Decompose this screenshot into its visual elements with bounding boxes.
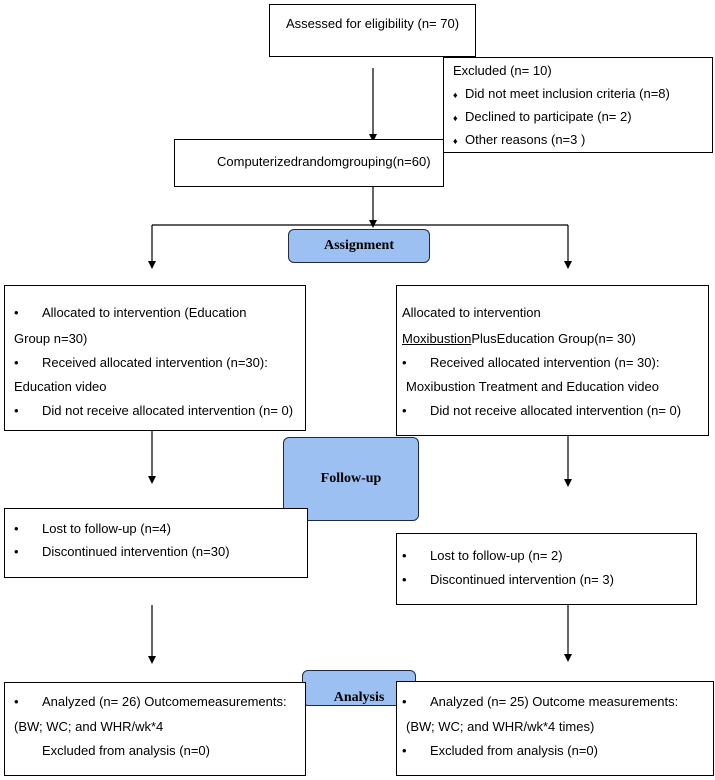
left-allocation-box: •Allocated to intervention (Education Gr… (4, 285, 306, 431)
bullet-icon: • (402, 743, 407, 758)
diamond-bullet-icon: ♦ (453, 113, 458, 123)
list-item: •Received allocated intervention (n=30): (14, 355, 268, 370)
left-followup-box: •Lost to follow-up (n=4) •Discontinued i… (4, 508, 308, 578)
bullet-icon: • (14, 355, 19, 370)
bullet-icon: • (402, 403, 407, 418)
analysis-text: Excluded from analysis (n=0) (42, 743, 210, 758)
diamond-bullet-icon: ♦ (453, 136, 458, 146)
bullet-icon: • (14, 521, 19, 536)
allocation-group-text: MoxibustionPlusEducation Group(n= 30) (402, 331, 636, 346)
bullet-icon: • (402, 694, 407, 709)
bullet-icon: • (402, 572, 407, 587)
excluded-title: Excluded (n= 10) (453, 63, 552, 78)
right-allocation-box: Allocated to intervention MoxibustionPlu… (396, 285, 709, 436)
allocation-text: Moxibustion Treatment and Education vide… (406, 379, 659, 394)
excluded-item: ♦Other reasons (n=3 ) (453, 132, 586, 147)
excluded-item: ♦Declined to participate (n= 2) (453, 109, 632, 124)
excluded-item: ♦Did not meet inclusion criteria (n=8) (453, 86, 670, 101)
assignment-stage-label: Assignment (288, 229, 430, 263)
allocation-text: Group n=30) (14, 331, 88, 346)
right-analysis-box: •Analyzed (n= 25) Outcome measurements: … (396, 681, 714, 776)
list-item: •Received allocated intervention (n= 30)… (402, 355, 660, 370)
assessed-text: Assessed for eligibility (n= 70) (286, 16, 460, 31)
left-analysis-box: •Analyzed (n= 26) Outcomemeasurements: (… (4, 682, 306, 776)
list-item: •Lost to follow-up (n=4) (14, 521, 171, 536)
analysis-text: (BW; WC; and WHR/wk*4 times) (406, 719, 595, 734)
list-item: •Discontinued intervention (n=30) (14, 544, 230, 559)
list-item: •Lost to follow-up (n= 2) (402, 548, 563, 563)
bullet-icon: • (402, 548, 407, 563)
list-item: •Excluded from analysis (n=0) (402, 743, 598, 758)
bullet-icon: • (14, 305, 19, 320)
list-item: •Did not receive allocated intervention … (14, 403, 294, 418)
list-item: •Analyzed (n= 25) Outcome measurements: (402, 694, 679, 709)
randomization-box: Computerizedrandomgrouping(n=60) (174, 139, 444, 187)
bullet-icon: • (14, 694, 19, 709)
right-followup-box: •Lost to follow-up (n= 2) •Discontinued … (396, 533, 697, 605)
randomization-text: Computerizedrandomgrouping(n=60) (217, 154, 431, 169)
allocation-text: Education video (14, 379, 107, 394)
followup-stage-label: Follow-up (283, 437, 419, 521)
list-item: •Discontinued intervention (n= 3) (402, 572, 614, 587)
diamond-bullet-icon: ♦ (453, 90, 458, 100)
list-item: •Did not receive allocated intervention … (402, 403, 682, 418)
bullet-icon: • (14, 544, 19, 559)
analysis-text: (BW; WC; and WHR/wk*4 (14, 719, 164, 734)
allocation-text: Allocated to intervention (402, 305, 541, 320)
assessed-box: Assessed for eligibility (n= 70) (269, 4, 476, 57)
bullet-icon: • (14, 403, 19, 418)
bullet-icon: • (402, 355, 407, 370)
list-item: •Allocated to intervention (Education (14, 305, 247, 320)
list-item: •Analyzed (n= 26) Outcomemeasurements: (14, 694, 287, 709)
excluded-box: Excluded (n= 10) ♦Did not meet inclusion… (443, 57, 713, 153)
